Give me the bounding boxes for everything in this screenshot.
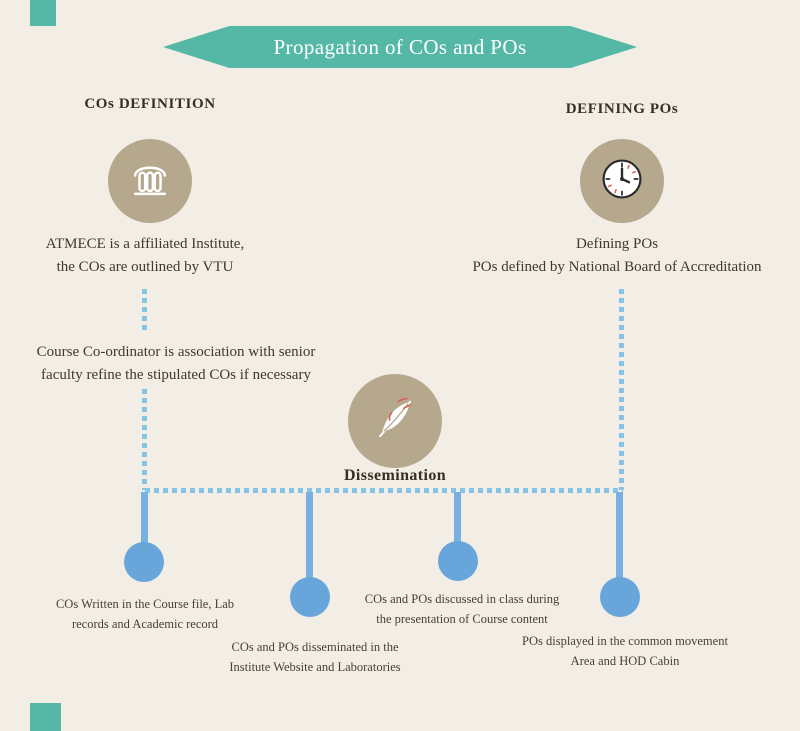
coordinator-note-text: Course Co-ordinator is association with …	[8, 341, 344, 388]
outcome-4-line-1: POs displayed in the common movement	[522, 634, 728, 648]
drop-line-1	[141, 492, 148, 544]
bank-icon	[127, 156, 173, 207]
dashed-connector-left-upper	[142, 289, 147, 333]
drop-line-4	[616, 492, 623, 579]
outcome-node-1	[124, 542, 164, 582]
outcome-3-line-1: COs and POs discussed in class during	[364, 592, 560, 606]
dissemination-label: Dissemination	[343, 467, 447, 484]
outcome-1-line-1: COs Written in the Course file, Lab	[55, 597, 235, 611]
outcome-caption-1: COs Written in the Course file, Lab reco…	[25, 594, 265, 634]
outcome-node-3	[438, 541, 478, 581]
dissemination-icon-circle	[348, 374, 442, 468]
cos-definition-heading: COs DEFINITION	[84, 96, 216, 112]
cos-definition-text: ATMECE is a affiliated Institute, the CO…	[15, 233, 275, 280]
title-banner: Propagation of COs and POs	[163, 26, 637, 68]
dashed-connector-horizontal	[145, 488, 623, 493]
clock-icon	[596, 153, 648, 210]
dashed-connector-left-lower	[142, 389, 147, 490]
page-title: Propagation of COs and POs	[273, 34, 527, 59]
note-line-2: faculty refine the stipulated COs if nec…	[41, 367, 311, 384]
drop-line-2	[306, 492, 313, 579]
pos-definition-text: Defining POs POs defined by National Boa…	[442, 233, 792, 280]
dashed-connector-right	[619, 289, 624, 490]
cos-text-line-1: ATMECE is a affiliated Institute,	[45, 236, 245, 252]
cos-text-line-2: the COs are outlined by VTU	[56, 259, 234, 276]
outcome-caption-4: POs displayed in the common movement Are…	[505, 631, 745, 671]
outcome-caption-2: COs and POs disseminated in the Institut…	[195, 637, 435, 677]
outcome-4-line-2: Area and HOD Cabin	[570, 654, 680, 668]
defining-pos-heading: DEFINING POs	[565, 101, 679, 117]
drop-line-3	[454, 492, 461, 543]
note-line-1: Course Co-ordinator is association with …	[36, 344, 316, 360]
pos-text-line-2: POs defined by National Board of Accredi…	[472, 259, 762, 276]
pos-icon-circle	[580, 139, 664, 223]
top-left-accent-bar	[30, 0, 56, 26]
cos-icon-circle	[108, 139, 192, 223]
outcome-2-line-2: Institute Website and Laboratories	[229, 660, 401, 674]
outcome-1-line-2: records and Academic record	[71, 617, 219, 631]
outcome-node-4	[600, 577, 640, 617]
pos-text-line-1: Defining POs	[575, 236, 659, 252]
quill-icon	[366, 390, 424, 453]
outcome-caption-3: COs and POs discussed in class during th…	[342, 589, 582, 629]
bottom-left-accent-bar	[30, 703, 61, 731]
outcome-2-line-1: COs and POs disseminated in the	[231, 640, 399, 654]
outcome-3-line-2: the presentation of Course content	[376, 612, 548, 626]
outcome-node-2	[290, 577, 330, 617]
